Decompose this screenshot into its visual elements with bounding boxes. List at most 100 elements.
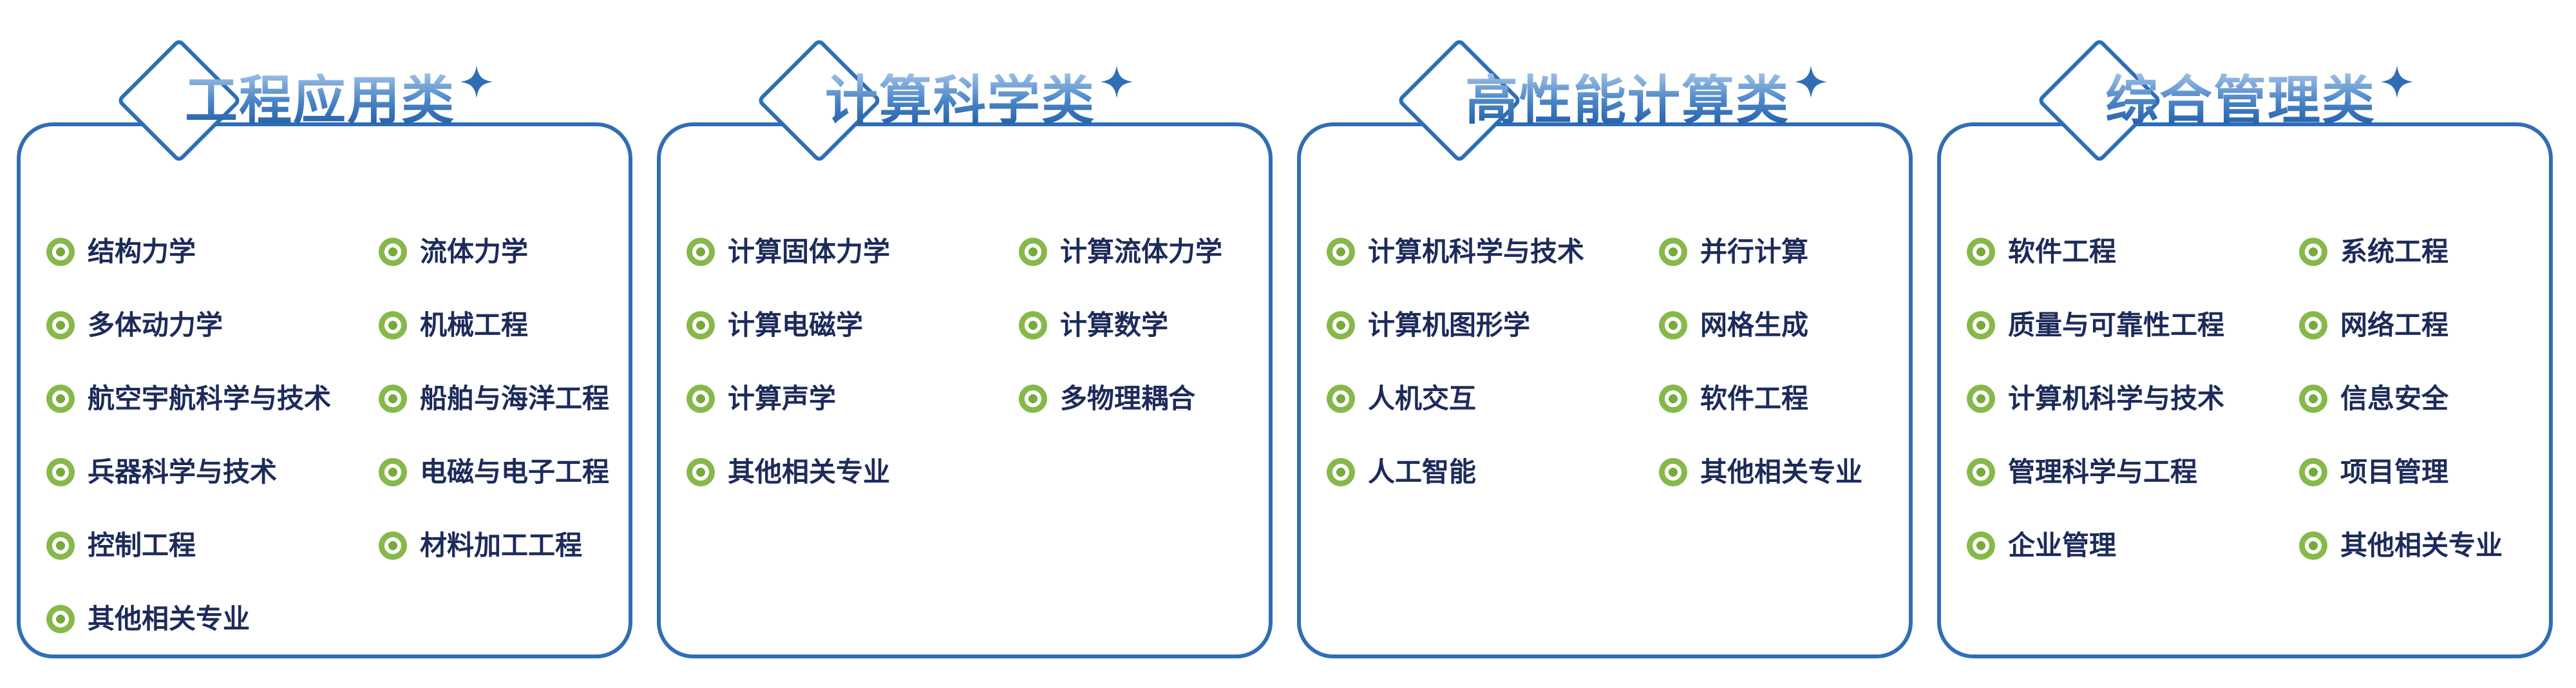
specialty-item: 计算机科学与技术: [1327, 238, 1659, 266]
specialty-item: 多物理耦合: [1019, 385, 1222, 413]
target-bullet-icon: [379, 458, 407, 486]
target-bullet-icon: [1967, 458, 1995, 486]
specialty-list: 计算机科学与技术 计算机图形学 人机交互 人工智能 并行计算 网格生成 软件工程…: [1327, 238, 1899, 486]
card-header: 计算科学类: [825, 66, 1133, 129]
target-bullet-icon: [687, 385, 715, 413]
specialty-list: 软件工程 质量与可靠性工程 计算机科学与技术 管理科学与工程 企业管理 系统工程…: [1967, 238, 2539, 560]
specialty-item: 计算机图形学: [1327, 311, 1659, 339]
specialty-label: 其他相关专业: [1700, 457, 1863, 487]
specialty-label: 计算固体力学: [728, 236, 891, 267]
specialty-label: 项目管理: [2340, 457, 2449, 487]
specialty-column-left: 计算固体力学 计算电磁学 计算声学 其他相关专业: [687, 238, 1019, 486]
specialty-item: 计算流体力学: [1019, 238, 1222, 266]
category-card-high-performance-computing: 高性能计算类 计算机科学与技术 计算机图形学 人机交互 人工智能 并行计算 网格…: [1297, 37, 1913, 658]
specialty-item: 项目管理: [2299, 458, 2503, 486]
target-bullet-icon: [1967, 385, 1995, 413]
specialty-column-right: 并行计算 网格生成 软件工程 其他相关专业: [1659, 238, 1862, 486]
specialty-item: 计算数学: [1019, 311, 1222, 339]
category-title: 综合管理类: [2105, 72, 2376, 130]
specialty-item: 网格生成: [1659, 311, 1862, 339]
specialty-label: 软件工程: [1700, 383, 1809, 414]
specialty-label: 船舶与海洋工程: [420, 383, 610, 414]
specialty-label: 计算机科学与技术: [2008, 383, 2225, 414]
target-bullet-icon: [46, 458, 75, 486]
card-header: 工程应用类: [185, 66, 493, 129]
target-bullet-icon: [1327, 311, 1355, 339]
specialty-label: 网格生成: [1700, 310, 1809, 340]
target-bullet-icon: [687, 238, 715, 266]
specialty-item: 其他相关专业: [46, 605, 379, 633]
specialty-item: 并行计算: [1659, 238, 1862, 266]
specialty-item: 计算声学: [687, 385, 1019, 413]
target-bullet-icon: [1327, 458, 1355, 486]
specialty-item: 航空宇航科学与技术: [46, 385, 379, 413]
specialty-item: 材料加工工程: [379, 531, 609, 560]
target-bullet-icon: [46, 311, 75, 339]
target-bullet-icon: [2299, 385, 2327, 413]
target-bullet-icon: [1967, 311, 1995, 339]
specialty-label: 质量与可靠性工程: [2008, 310, 2225, 340]
specialty-label: 计算机科学与技术: [1368, 236, 1585, 267]
specialty-label: 管理科学与工程: [2008, 457, 2198, 487]
target-bullet-icon: [379, 311, 407, 339]
target-bullet-icon: [2299, 238, 2327, 266]
specialty-label: 人机交互: [1368, 383, 1477, 414]
specialty-item: 软件工程: [1659, 385, 1862, 413]
specialty-label: 网络工程: [2340, 310, 2449, 340]
target-bullet-icon: [46, 605, 75, 633]
specialty-item: 多体动力学: [46, 311, 379, 339]
target-bullet-icon: [2299, 311, 2327, 339]
specialty-label: 机械工程: [420, 310, 529, 340]
specialty-item: 管理科学与工程: [1967, 458, 2299, 486]
target-bullet-icon: [46, 531, 75, 560]
target-bullet-icon: [46, 385, 75, 413]
target-bullet-icon: [46, 238, 75, 266]
specialty-item: 控制工程: [46, 531, 379, 560]
target-bullet-icon: [379, 531, 407, 560]
specialty-item: 机械工程: [379, 311, 609, 339]
specialty-item: 系统工程: [2299, 238, 2503, 266]
specialty-item: 电磁与电子工程: [379, 458, 609, 486]
specialty-item: 网络工程: [2299, 311, 2503, 339]
specialty-column-left: 结构力学 多体动力学 航空宇航科学与技术 兵器科学与技术 控制工程 其他相关专业: [46, 238, 379, 633]
specialty-item: 其他相关专业: [2299, 531, 2503, 560]
target-bullet-icon: [379, 385, 407, 413]
specialty-column-left: 软件工程 质量与可靠性工程 计算机科学与技术 管理科学与工程 企业管理: [1967, 238, 2299, 560]
specialty-label: 其他相关专业: [728, 457, 891, 487]
target-bullet-icon: [1659, 238, 1687, 266]
specialty-item: 兵器科学与技术: [46, 458, 379, 486]
specialty-item: 流体力学: [379, 238, 609, 266]
specialty-label: 其他相关专业: [88, 604, 251, 634]
specialty-item: 人工智能: [1327, 458, 1659, 486]
target-bullet-icon: [1967, 238, 1995, 266]
specialty-column-right: 计算流体力学 计算数学 多物理耦合: [1019, 238, 1222, 486]
category-card-general-management: 综合管理类 软件工程 质量与可靠性工程 计算机科学与技术 管理科学与工程 企业管…: [1937, 37, 2553, 658]
category-card-engineering-applications: 工程应用类 结构力学 多体动力学 航空宇航科学与技术 兵器科学与技术 控制工程 …: [17, 37, 632, 658]
target-bullet-icon: [1659, 458, 1687, 486]
specialty-label: 信息安全: [2340, 383, 2449, 414]
target-bullet-icon: [687, 458, 715, 486]
target-bullet-icon: [1019, 238, 1047, 266]
specialty-item: 软件工程: [1967, 238, 2299, 266]
specialty-item: 质量与可靠性工程: [1967, 311, 2299, 339]
target-bullet-icon: [1659, 385, 1687, 413]
specialty-label: 电磁与电子工程: [420, 457, 610, 487]
target-bullet-icon: [1659, 311, 1687, 339]
specialty-label: 企业管理: [2008, 530, 2117, 560]
specialty-label: 流体力学: [420, 236, 529, 267]
target-bullet-icon: [1327, 238, 1355, 266]
specialty-item: 其他相关专业: [687, 458, 1019, 486]
specialty-label: 人工智能: [1368, 457, 1477, 487]
specialty-column-right: 流体力学 机械工程 船舶与海洋工程 电磁与电子工程 材料加工工程: [379, 238, 609, 633]
sparkle-star-icon: [1101, 66, 1133, 98]
specialty-label: 计算电磁学: [728, 310, 864, 340]
specialty-item: 计算固体力学: [687, 238, 1019, 266]
specialty-label: 航空宇航科学与技术: [88, 383, 332, 414]
specialty-column-left: 计算机科学与技术 计算机图形学 人机交互 人工智能: [1327, 238, 1659, 486]
specialty-label: 系统工程: [2340, 236, 2449, 267]
specialty-label: 其他相关专业: [2340, 530, 2503, 560]
target-bullet-icon: [2299, 458, 2327, 486]
specialty-item: 人机交互: [1327, 385, 1659, 413]
specialty-label: 计算流体力学: [1060, 236, 1223, 267]
